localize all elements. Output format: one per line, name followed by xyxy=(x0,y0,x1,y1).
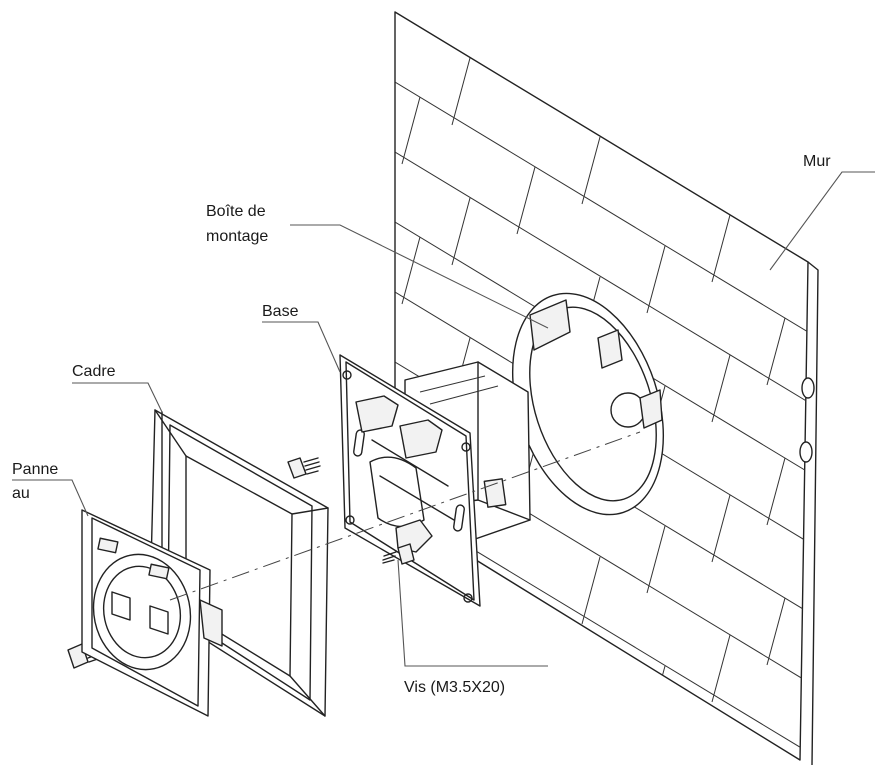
panel-slot-right xyxy=(148,563,170,580)
leader-frame xyxy=(72,382,163,413)
label-mounting-box: Boîte de montage xyxy=(206,203,549,329)
label-wall-text: Mur xyxy=(803,153,831,170)
leader-mounting-box xyxy=(290,224,549,329)
mounting-box xyxy=(511,292,665,516)
base-plate-hole-bl xyxy=(345,515,355,525)
label-mounting-box-line2: montage xyxy=(206,228,268,245)
base-screw-clamp xyxy=(395,519,433,553)
panel xyxy=(81,509,223,717)
label-frame-text: Cadre xyxy=(72,363,116,380)
label-panel-line2: au xyxy=(12,485,30,502)
label-panel-line1: Panne xyxy=(12,461,58,478)
base-plate-hole-tl xyxy=(342,370,352,380)
label-base: Base xyxy=(262,303,341,373)
base xyxy=(339,354,531,607)
base-plate-hole-tr xyxy=(461,442,471,452)
panel-socket-recess xyxy=(92,553,192,671)
screw-lower xyxy=(382,543,415,565)
label-base-text: Base xyxy=(262,303,299,320)
assembly-axis xyxy=(169,431,641,601)
mounting-box-lug-2 xyxy=(639,389,663,429)
leader-screw xyxy=(397,559,548,667)
mounting-box-tab-top xyxy=(529,299,571,351)
base-plate-hole-br xyxy=(463,593,473,603)
screw-upper xyxy=(287,457,321,479)
label-screw: Vis (M3.5X20) xyxy=(397,559,548,696)
base-socket-cup xyxy=(369,456,425,528)
label-mounting-box-line1: Boîte de xyxy=(206,203,266,220)
base-clamp-right xyxy=(399,419,443,459)
mounting-box-lug xyxy=(597,329,623,369)
label-frame: Cadre xyxy=(72,363,163,413)
leader-panel xyxy=(12,479,89,517)
label-panel: Panne au xyxy=(12,461,89,517)
label-screw-text: Vis (M3.5X20) xyxy=(404,679,505,696)
leader-wall xyxy=(769,171,875,271)
label-wall: Mur xyxy=(769,153,875,271)
leader-base xyxy=(262,321,341,373)
panel-slot-left xyxy=(97,537,119,554)
base-clamp-left xyxy=(355,395,399,433)
